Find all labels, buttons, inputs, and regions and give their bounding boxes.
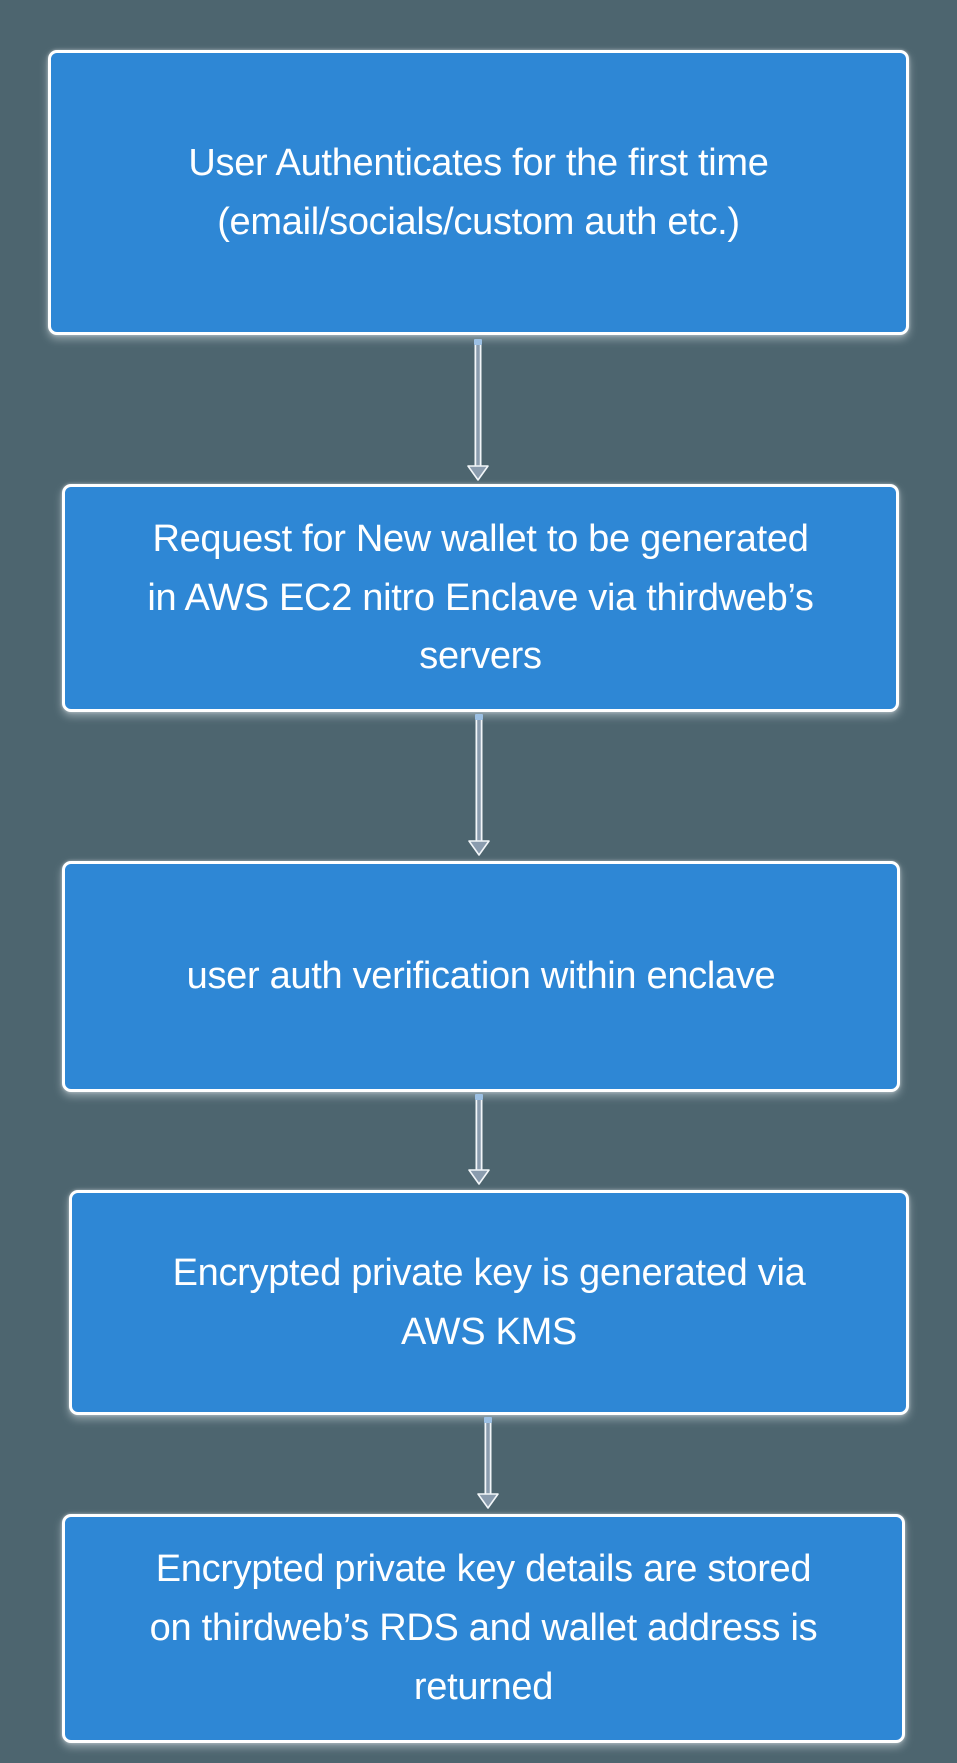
- node-text-line: user auth verification within enclave: [186, 955, 776, 998]
- connector-node2-node3: [468, 714, 490, 856]
- node-text-line: Encrypted private key details are stored: [155, 1548, 812, 1591]
- arrowhead-down-icon: [477, 1493, 499, 1509]
- flow-node-user-auth-verification: user auth verification within enclave: [62, 861, 900, 1092]
- node-text-line: AWS KMS: [401, 1310, 577, 1353]
- flow-node-user-authenticates: User Authenticates for the first time (e…: [48, 50, 909, 335]
- node-text-line: servers: [419, 635, 542, 678]
- connector-start-point: [484, 1417, 492, 1423]
- connector-node1-node2: [467, 339, 489, 481]
- node-text-line: Request for New wallet to be generated: [152, 517, 809, 560]
- flow-node-key-stored-wallet-returned: Encrypted private key details are stored…: [62, 1514, 905, 1743]
- node-text-line: on thirdweb’s RDS and wallet address is: [149, 1607, 818, 1650]
- connector-start-point: [475, 714, 483, 720]
- connector-node4-node5: [477, 1417, 499, 1509]
- connector-node3-node4: [468, 1094, 490, 1185]
- arrowhead-down-icon: [468, 840, 490, 856]
- connector-start-point: [475, 1094, 483, 1100]
- flow-node-encrypted-key-generated: Encrypted private key is generated via A…: [69, 1190, 909, 1415]
- arrowhead-down-icon: [467, 465, 489, 481]
- node-text-line: (email/socials/custom auth etc.): [217, 200, 740, 243]
- node-text-line: User Authenticates for the first time: [188, 141, 769, 184]
- node-text-line: in AWS EC2 nitro Enclave via thirdweb’s: [147, 576, 814, 619]
- node-text-line: returned: [413, 1665, 554, 1708]
- flow-node-request-new-wallet: Request for New wallet to be generated i…: [62, 484, 899, 712]
- connector-start-point: [474, 339, 482, 345]
- node-text-line: Encrypted private key is generated via: [172, 1251, 806, 1294]
- arrowhead-down-icon: [468, 1169, 490, 1185]
